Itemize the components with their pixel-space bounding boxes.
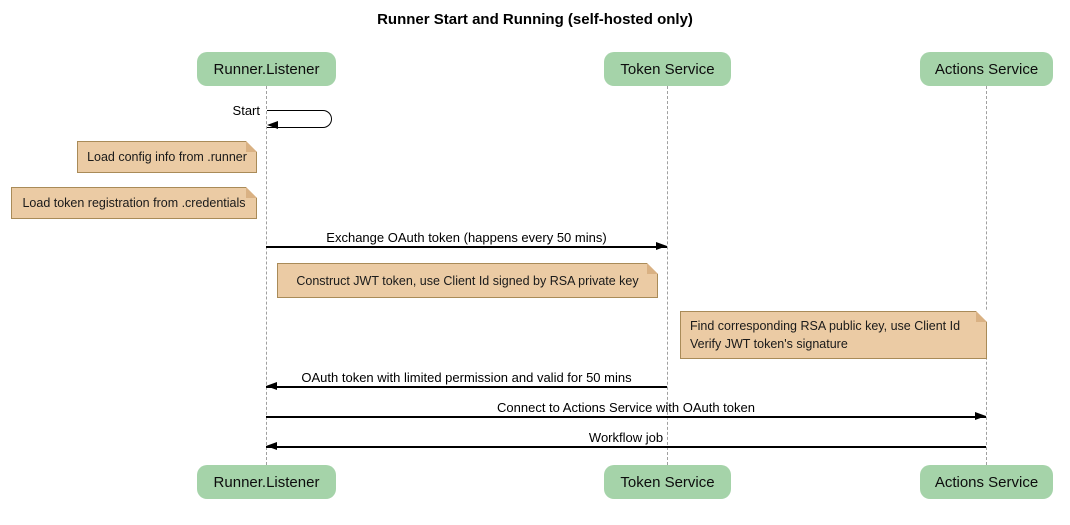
note-construct-jwt: Construct JWT token, use Client Id signe… [277,263,658,298]
arrowhead-left-icon [266,442,277,450]
note-text-line: Find corresponding RSA public key, use C… [690,319,961,333]
lifeline-token-service [667,86,668,465]
message-workflow-job-line [266,446,986,448]
message-workflow-job-label: Workflow job [588,430,664,445]
lifeline-actions-service [986,86,987,465]
arrowhead-left-icon [267,121,278,129]
note-text: Construct JWT token, use Client Id signe… [296,273,639,288]
participant-actions-service-top: Actions Service [920,52,1053,86]
participant-actions-service-bottom: Actions Service [920,465,1053,499]
participant-runner-listener-bottom: Runner.Listener [197,465,336,499]
message-start-label: Start [232,103,260,118]
participant-label: Actions Service [934,473,1039,491]
note-load-config: Load config info from .runner [77,141,257,173]
arrowhead-right-icon [975,412,986,420]
message-exchange-oauth-label: Exchange OAuth token (happens every 50 m… [326,230,607,245]
participant-label: Token Service [620,473,715,491]
arrowhead-left-icon [266,382,277,390]
participant-label: Actions Service [934,60,1039,78]
note-text-line: Verify JWT token's signature [690,337,848,351]
diagram-title: Runner Start and Running (self-hosted on… [377,11,693,28]
note-text: Load config info from .runner [87,150,247,164]
self-loop-line [267,110,332,128]
participant-label: Runner.Listener [213,60,320,78]
message-connect-line [266,416,986,418]
note-load-token-registration: Load token registration from .credential… [11,187,257,219]
participant-token-service-top: Token Service [604,52,731,86]
note-find-rsa: Find corresponding RSA public key, use C… [680,311,987,359]
participant-label: Runner.Listener [213,473,320,491]
arrowhead-right-icon [656,242,667,250]
participant-runner-listener-top: Runner.Listener [197,52,336,86]
participant-label: Token Service [620,60,715,78]
participant-token-service-bottom: Token Service [604,465,731,499]
lifeline-runner-listener [266,86,267,465]
message-oauth-return-line [266,386,667,388]
message-exchange-oauth-line [266,246,667,248]
note-text: Load token registration from .credential… [22,196,246,210]
message-oauth-return-label: OAuth token with limited permission and … [301,370,632,385]
message-connect-label: Connect to Actions Service with OAuth to… [497,400,755,415]
